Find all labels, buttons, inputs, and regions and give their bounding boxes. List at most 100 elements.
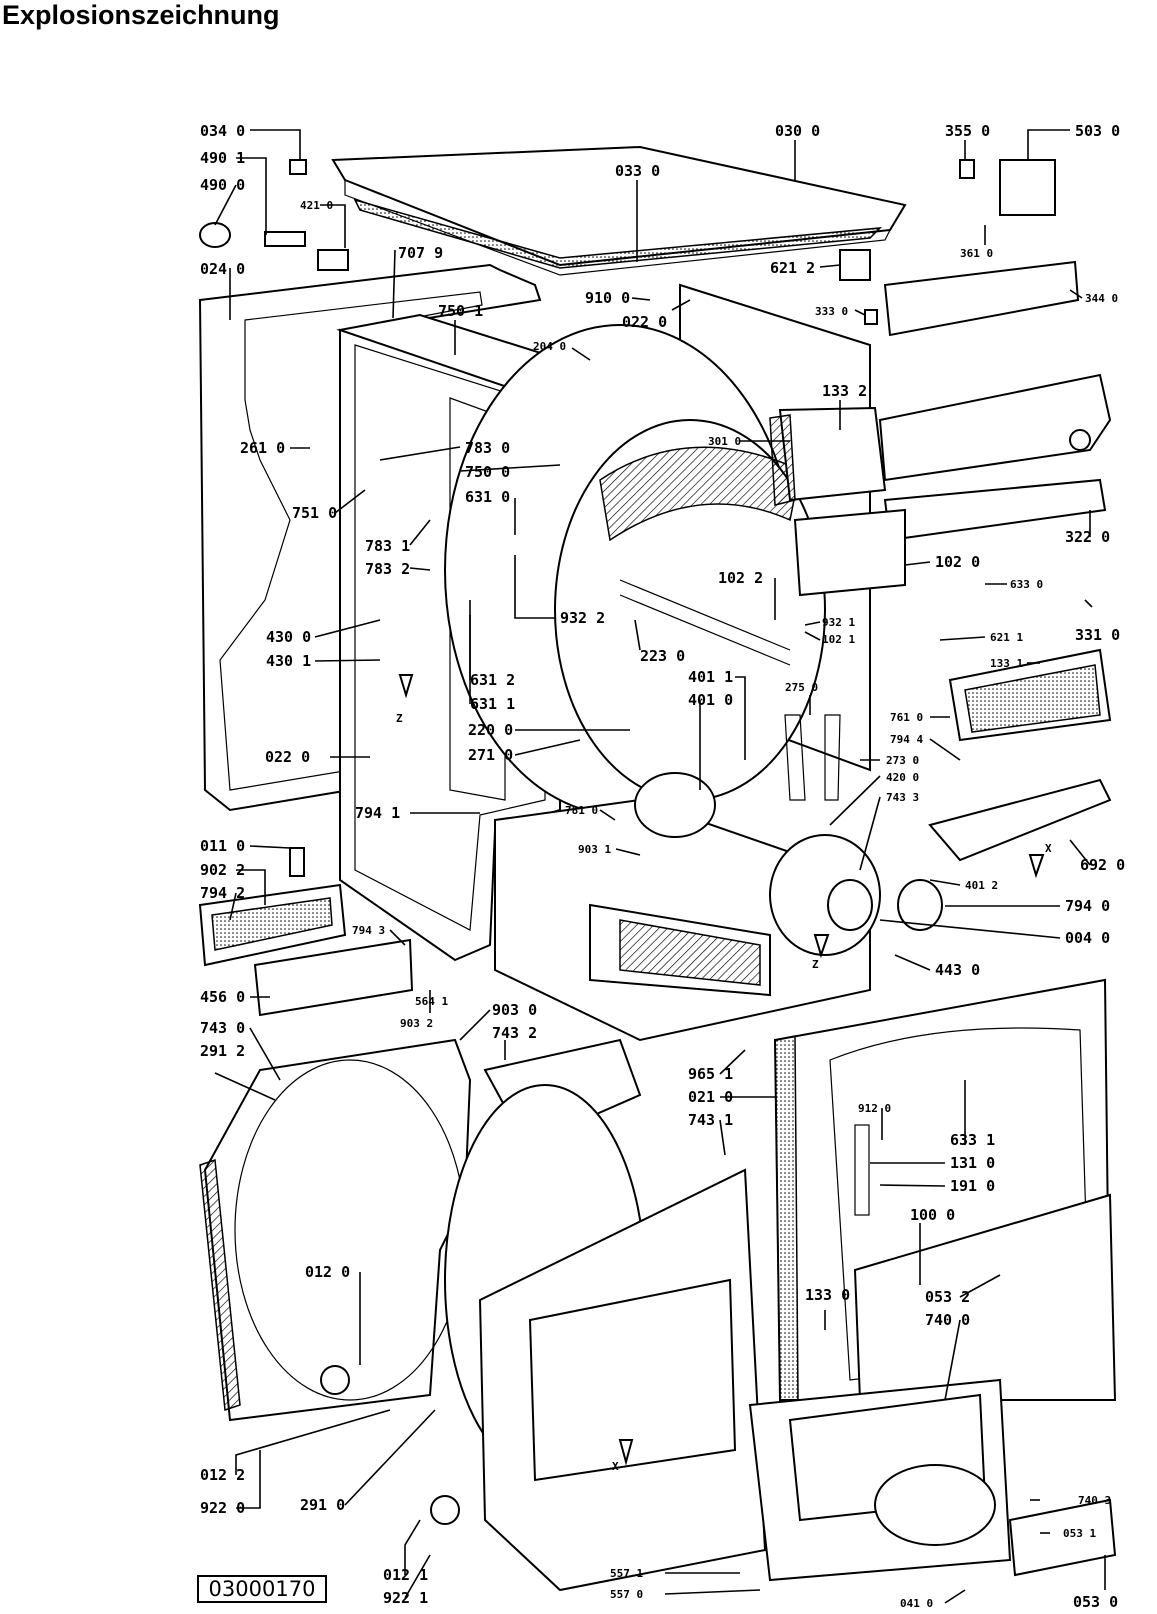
callout-012-0: 012 0 — [305, 1263, 350, 1281]
callout-401-0: 401 0 — [688, 691, 733, 709]
rear-panel — [198, 263, 542, 812]
callout-761-0: 761 0 — [890, 711, 923, 724]
callout-794-0: 794 0 — [1065, 897, 1110, 915]
callout-261-0: 261 0 — [240, 439, 285, 457]
callout-133-0: 133 0 — [805, 1286, 850, 1304]
callout-794-3: 794 3 — [352, 924, 385, 937]
callout-557-0: 557 0 — [610, 1588, 643, 1601]
door-100 — [853, 1193, 1117, 1401]
screw-011 — [289, 847, 305, 877]
callout-291-0: 291 0 — [300, 1496, 345, 1514]
callout-750-1: 750 1 — [438, 302, 483, 320]
callout-456-0: 456 0 — [200, 988, 245, 1006]
timer-503 — [999, 159, 1056, 216]
callout-053-1: 053 1 — [1063, 1527, 1096, 1540]
callout-102-0: 102 0 — [935, 553, 980, 571]
callout-022-0-top: 022 0 — [622, 313, 667, 331]
callout-011-0: 011 0 — [200, 837, 245, 855]
callout-751-0: 751 0 — [292, 504, 337, 522]
callout-932-2: 932 2 — [560, 609, 605, 627]
container-cover — [1008, 1498, 1117, 1577]
callout-557-1: 557 1 — [610, 1567, 643, 1580]
callout-781-0: 781 0 — [565, 804, 598, 817]
callout-631-0: 631 0 — [465, 488, 510, 506]
container-handle — [874, 1464, 996, 1546]
callout-740-0: 740 0 — [925, 1311, 970, 1329]
callout-631-1: 631 1 — [470, 695, 515, 713]
callout-033-0: 033 0 — [615, 162, 660, 180]
control-bracket — [778, 406, 887, 502]
callout-322-0: 322 0 — [1065, 528, 1110, 546]
callout-421-0: 421 0 — [300, 199, 333, 212]
callout-783-2: 783 2 — [365, 560, 410, 578]
callout-932-1: 932 1 — [822, 616, 855, 629]
motor — [634, 772, 716, 838]
callout-564-1: 564 1 — [415, 995, 448, 1008]
door-opening-frame — [528, 1278, 737, 1482]
callout-910-0: 910 0 — [585, 289, 630, 307]
callout-labels: 034 0 490 1 490 0 421 0 024 0 707 9 030 … — [200, 122, 1125, 1611]
callout-621-1: 621 1 — [990, 631, 1023, 644]
circuit-board-344 — [883, 260, 1080, 337]
rear-bearing-shield — [203, 1038, 472, 1422]
callout-344-0: 344 0 — [1085, 292, 1118, 305]
callout-204-0: 204 0 — [533, 340, 566, 353]
callout-743-2: 743 2 — [492, 1024, 537, 1042]
callout-301-0: 301 0 — [708, 435, 741, 448]
program-selector — [793, 508, 906, 597]
callout-430-1: 430 1 — [266, 652, 311, 670]
z-arrow — [398, 674, 414, 699]
callout-503-0: 503 0 — [1075, 122, 1120, 140]
callout-053-2: 053 2 — [925, 1288, 970, 1306]
part-drawings — [198, 145, 1117, 1592]
callout-041-0: 041 0 — [900, 1597, 933, 1610]
callout-131-0: 131 0 — [950, 1154, 995, 1172]
bearing-012 — [320, 1365, 350, 1395]
seal-ring-794 — [897, 879, 943, 931]
callout-291-2: 291 2 — [200, 1042, 245, 1060]
callout-004-0: 004 0 — [1065, 929, 1110, 947]
callout-333-0: 333 0 — [815, 305, 848, 318]
tensioner — [784, 714, 841, 801]
x-arrow-2 — [618, 1439, 634, 1466]
callout-012-1: 012 1 — [383, 1566, 428, 1584]
x-marker: X — [1045, 842, 1052, 855]
callout-783-0: 783 0 — [465, 439, 510, 457]
control-panel — [878, 373, 1112, 482]
callout-271-0: 271 0 — [468, 746, 513, 764]
callout-361-0: 361 0 — [960, 247, 993, 260]
callout-331-0: 331 0 — [1075, 626, 1120, 644]
callout-707-9: 707 9 — [398, 244, 443, 262]
heater-element — [253, 938, 414, 1017]
callout-794-1: 794 1 — [355, 804, 400, 822]
callout-750-0: 750 0 — [465, 463, 510, 481]
callout-633-0: 633 0 — [1010, 578, 1043, 591]
callout-912-0: 912 0 — [858, 1102, 891, 1115]
callout-903-0: 903 0 — [492, 1001, 537, 1019]
z-marker-2: Z — [812, 958, 819, 971]
callout-430-0: 430 0 — [266, 628, 311, 646]
callout-743-0: 743 0 — [200, 1019, 245, 1037]
condenser-tray-692 — [928, 778, 1112, 862]
callout-034-0: 034 0 — [200, 122, 245, 140]
x-arrow — [1028, 854, 1045, 879]
callout-794-4: 794 4 — [890, 733, 923, 746]
fuse-333 — [864, 309, 878, 325]
callout-633-1: 633 1 — [950, 1131, 995, 1149]
callout-220-0: 220 0 — [468, 721, 513, 739]
callout-743-3: 743 3 — [886, 791, 919, 804]
callout-794-2: 794 2 — [200, 884, 245, 902]
callout-022-0-left: 022 0 — [265, 748, 310, 766]
callout-965-1: 965 1 — [688, 1065, 733, 1083]
plug-490 — [199, 222, 231, 248]
callout-922-1: 922 1 — [383, 1589, 428, 1607]
callout-902-2: 902 2 — [200, 861, 245, 879]
callout-401-2: 401 2 — [965, 879, 998, 892]
callout-490-1: 490 1 — [200, 149, 245, 167]
leader-lines — [214, 129, 1106, 1604]
callout-783-1: 783 1 — [365, 537, 410, 555]
x-marker-2: X — [612, 1460, 619, 1473]
callout-133-1: 133 1 — [990, 657, 1023, 670]
callout-273-0: 273 0 — [886, 754, 919, 767]
